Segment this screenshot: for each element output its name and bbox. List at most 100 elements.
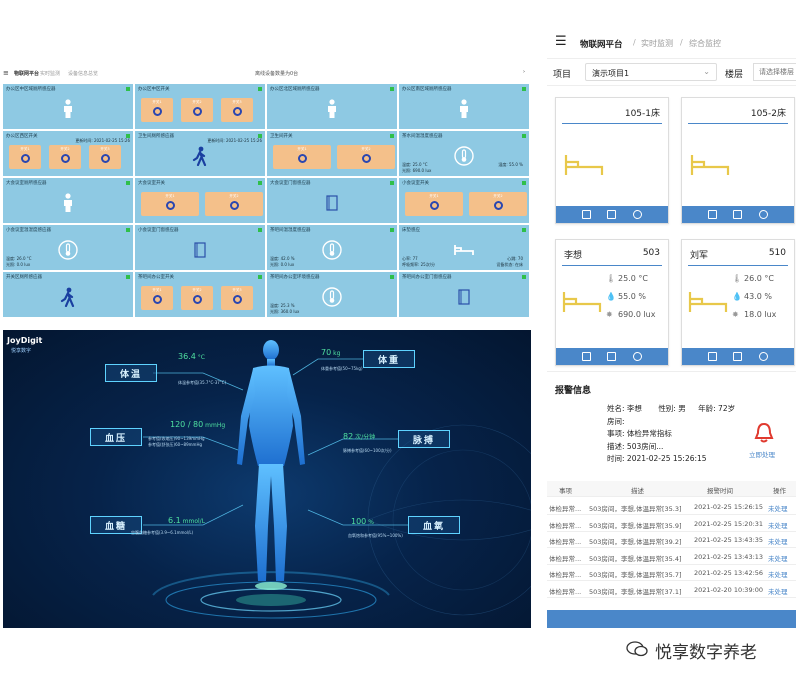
grid-icon[interactable] [607, 352, 617, 361]
grid-icon[interactable] [607, 210, 617, 219]
cell-action[interactable]: 未处理 [768, 571, 788, 579]
handle-now-link[interactable]: 立即处理 [749, 451, 775, 459]
switch-label: 开关1 [152, 288, 162, 292]
cell-event: 体检异常... [549, 554, 582, 563]
device-tile[interactable]: 茶吧间办公室环境感应器温度: 25.3 %光照: 360.0 lux [267, 272, 397, 317]
expand-icon[interactable]: › [523, 69, 525, 75]
gear-icon[interactable] [632, 210, 642, 219]
switch-toggle[interactable]: 开关1 [141, 98, 173, 122]
metric-label[interactable]: 体温 [105, 364, 157, 382]
cell-action[interactable]: 未处理 [768, 587, 788, 596]
breadcrumb-monitor[interactable]: 综合监控 [689, 39, 721, 48]
switch-toggle[interactable]: 开关3 [221, 286, 253, 310]
cell-action[interactable]: 未处理 [768, 521, 788, 530]
gear-icon[interactable] [758, 352, 768, 361]
device-tile[interactable]: 茶吧间办公室门窗感应器 [399, 272, 529, 317]
metric-label[interactable]: 血糖 [90, 516, 142, 534]
device-tile[interactable]: 大会议室门窗感应器 [267, 178, 397, 223]
switch-label: 开关1 [165, 194, 175, 198]
tile-title: 茶吧间办公室环境感应器 [270, 275, 320, 280]
cell-action[interactable]: 未处理 [768, 505, 788, 513]
metric-label[interactable]: 体重 [363, 350, 415, 368]
metric-label[interactable]: 脉搏 [398, 430, 450, 448]
document-icon[interactable] [582, 210, 592, 219]
metric-label[interactable]: 血压 [90, 428, 142, 446]
switch-toggle[interactable]: 开关1 [273, 145, 331, 169]
switch-toggle[interactable]: 开关3 [89, 145, 121, 169]
power-icon [361, 153, 371, 163]
device-tile[interactable]: 办公区南区域厕所感应器 [399, 84, 529, 129]
cell-action[interactable]: 未处理 [768, 554, 788, 563]
switch-toggle[interactable]: 开关2 [337, 145, 395, 169]
switch-label: 开关2 [229, 194, 239, 198]
bed-card[interactable]: 105-1床 [555, 97, 669, 224]
document-icon[interactable] [708, 210, 718, 219]
table-row[interactable]: 体检异常... 503房间，李想,体温异常[37.1] 2021-02-20 1… [547, 582, 796, 598]
table-row[interactable]: 体检异常... 503房间，李想,体温异常[35.4] 2021-02-25 1… [547, 549, 796, 565]
floor-select[interactable] [753, 63, 796, 81]
cell-action[interactable]: 未处理 [768, 538, 788, 546]
switch-toggle[interactable]: 开关1 [405, 192, 463, 216]
status-dot [522, 181, 526, 185]
tile-reading: 温度: 26.0 °C [6, 256, 32, 261]
device-tile[interactable]: 茶吧间温湿度感应器温度: 42.0 %光照: 0.0 lux [267, 225, 397, 270]
switch-toggle[interactable]: 开关1 [141, 286, 173, 310]
gear-icon[interactable] [758, 210, 768, 219]
device-tile[interactable]: 大会议室厕所感应器 [3, 178, 133, 223]
status-dot [258, 181, 262, 185]
card-actionbar [556, 206, 668, 223]
status-dot [390, 87, 394, 91]
switch-toggle[interactable]: 开关2 [181, 98, 213, 122]
thermometer-icon [322, 240, 342, 260]
device-tile[interactable]: 小会议室门窗感应器 [135, 225, 265, 270]
project-select[interactable]: 演示项目1 ⌄ [585, 63, 717, 81]
alarm-name: 李想 [626, 404, 642, 413]
device-tile[interactable]: 开关区厕所感应器 [3, 272, 133, 317]
breadcrumb-1[interactable]: 实时监测 [40, 71, 61, 77]
breadcrumb-realtime[interactable]: 实时监测 [641, 39, 673, 48]
menu-icon[interactable]: ☰ [555, 34, 567, 49]
switch-toggle[interactable]: 开关1 [141, 192, 199, 216]
document-icon[interactable] [708, 352, 718, 361]
bed-icon [562, 290, 602, 318]
menu-icon[interactable]: ≡ [3, 69, 9, 77]
device-tile[interactable]: 办公区北区域厕所感应器 [267, 84, 397, 129]
switch-toggle[interactable]: 开关2 [181, 286, 213, 310]
status-dot [126, 87, 130, 91]
switch-label: 开关3 [100, 147, 110, 151]
thermometer-icon [58, 240, 78, 260]
table-row[interactable]: 体检异常... 503房间，李想,体温异常[35.3] 2021-02-25 1… [547, 499, 796, 515]
switch-toggle[interactable]: 开关2 [469, 192, 527, 216]
table-row[interactable]: 体检异常... 503房间，李想,体温异常[35.9] 2021-02-25 1… [547, 516, 796, 532]
grid-icon[interactable] [733, 352, 743, 361]
switch-toggle[interactable]: 开关2 [205, 192, 263, 216]
grid-icon[interactable] [733, 210, 743, 219]
brand-title: 物联网平台 [14, 71, 40, 77]
switch-toggle[interactable]: 开关2 [49, 145, 81, 169]
document-icon[interactable] [582, 352, 592, 361]
metric-reference: 参考值(收缩压)90~139mmHg [148, 436, 205, 441]
metric-label[interactable]: 血氧 [408, 516, 460, 534]
status-dot [126, 228, 130, 232]
table-row[interactable]: 体检异常... 503房间，李想,体温异常[39.2] 2021-02-25 1… [547, 532, 796, 548]
switch-toggle[interactable]: 开关1 [9, 145, 41, 169]
device-tile[interactable]: 卫生间厕所感应器更新时间: 2021-02-25 15:26 [135, 131, 265, 176]
breadcrumb-2[interactable]: 设备信息总览 [68, 71, 99, 77]
tile-reading: 光照: 0.0 lux [270, 262, 295, 267]
bed-card[interactable]: 105-2床 [681, 97, 795, 224]
gear-icon[interactable] [632, 352, 642, 361]
switch-toggle[interactable]: 开关3 [221, 98, 253, 122]
device-tile[interactable]: 办公区中区域厕所感应器 [3, 84, 133, 129]
table-row[interactable]: 体检异常... 503房间，李想,体温异常[35.7] 2021-02-25 1… [547, 565, 796, 581]
